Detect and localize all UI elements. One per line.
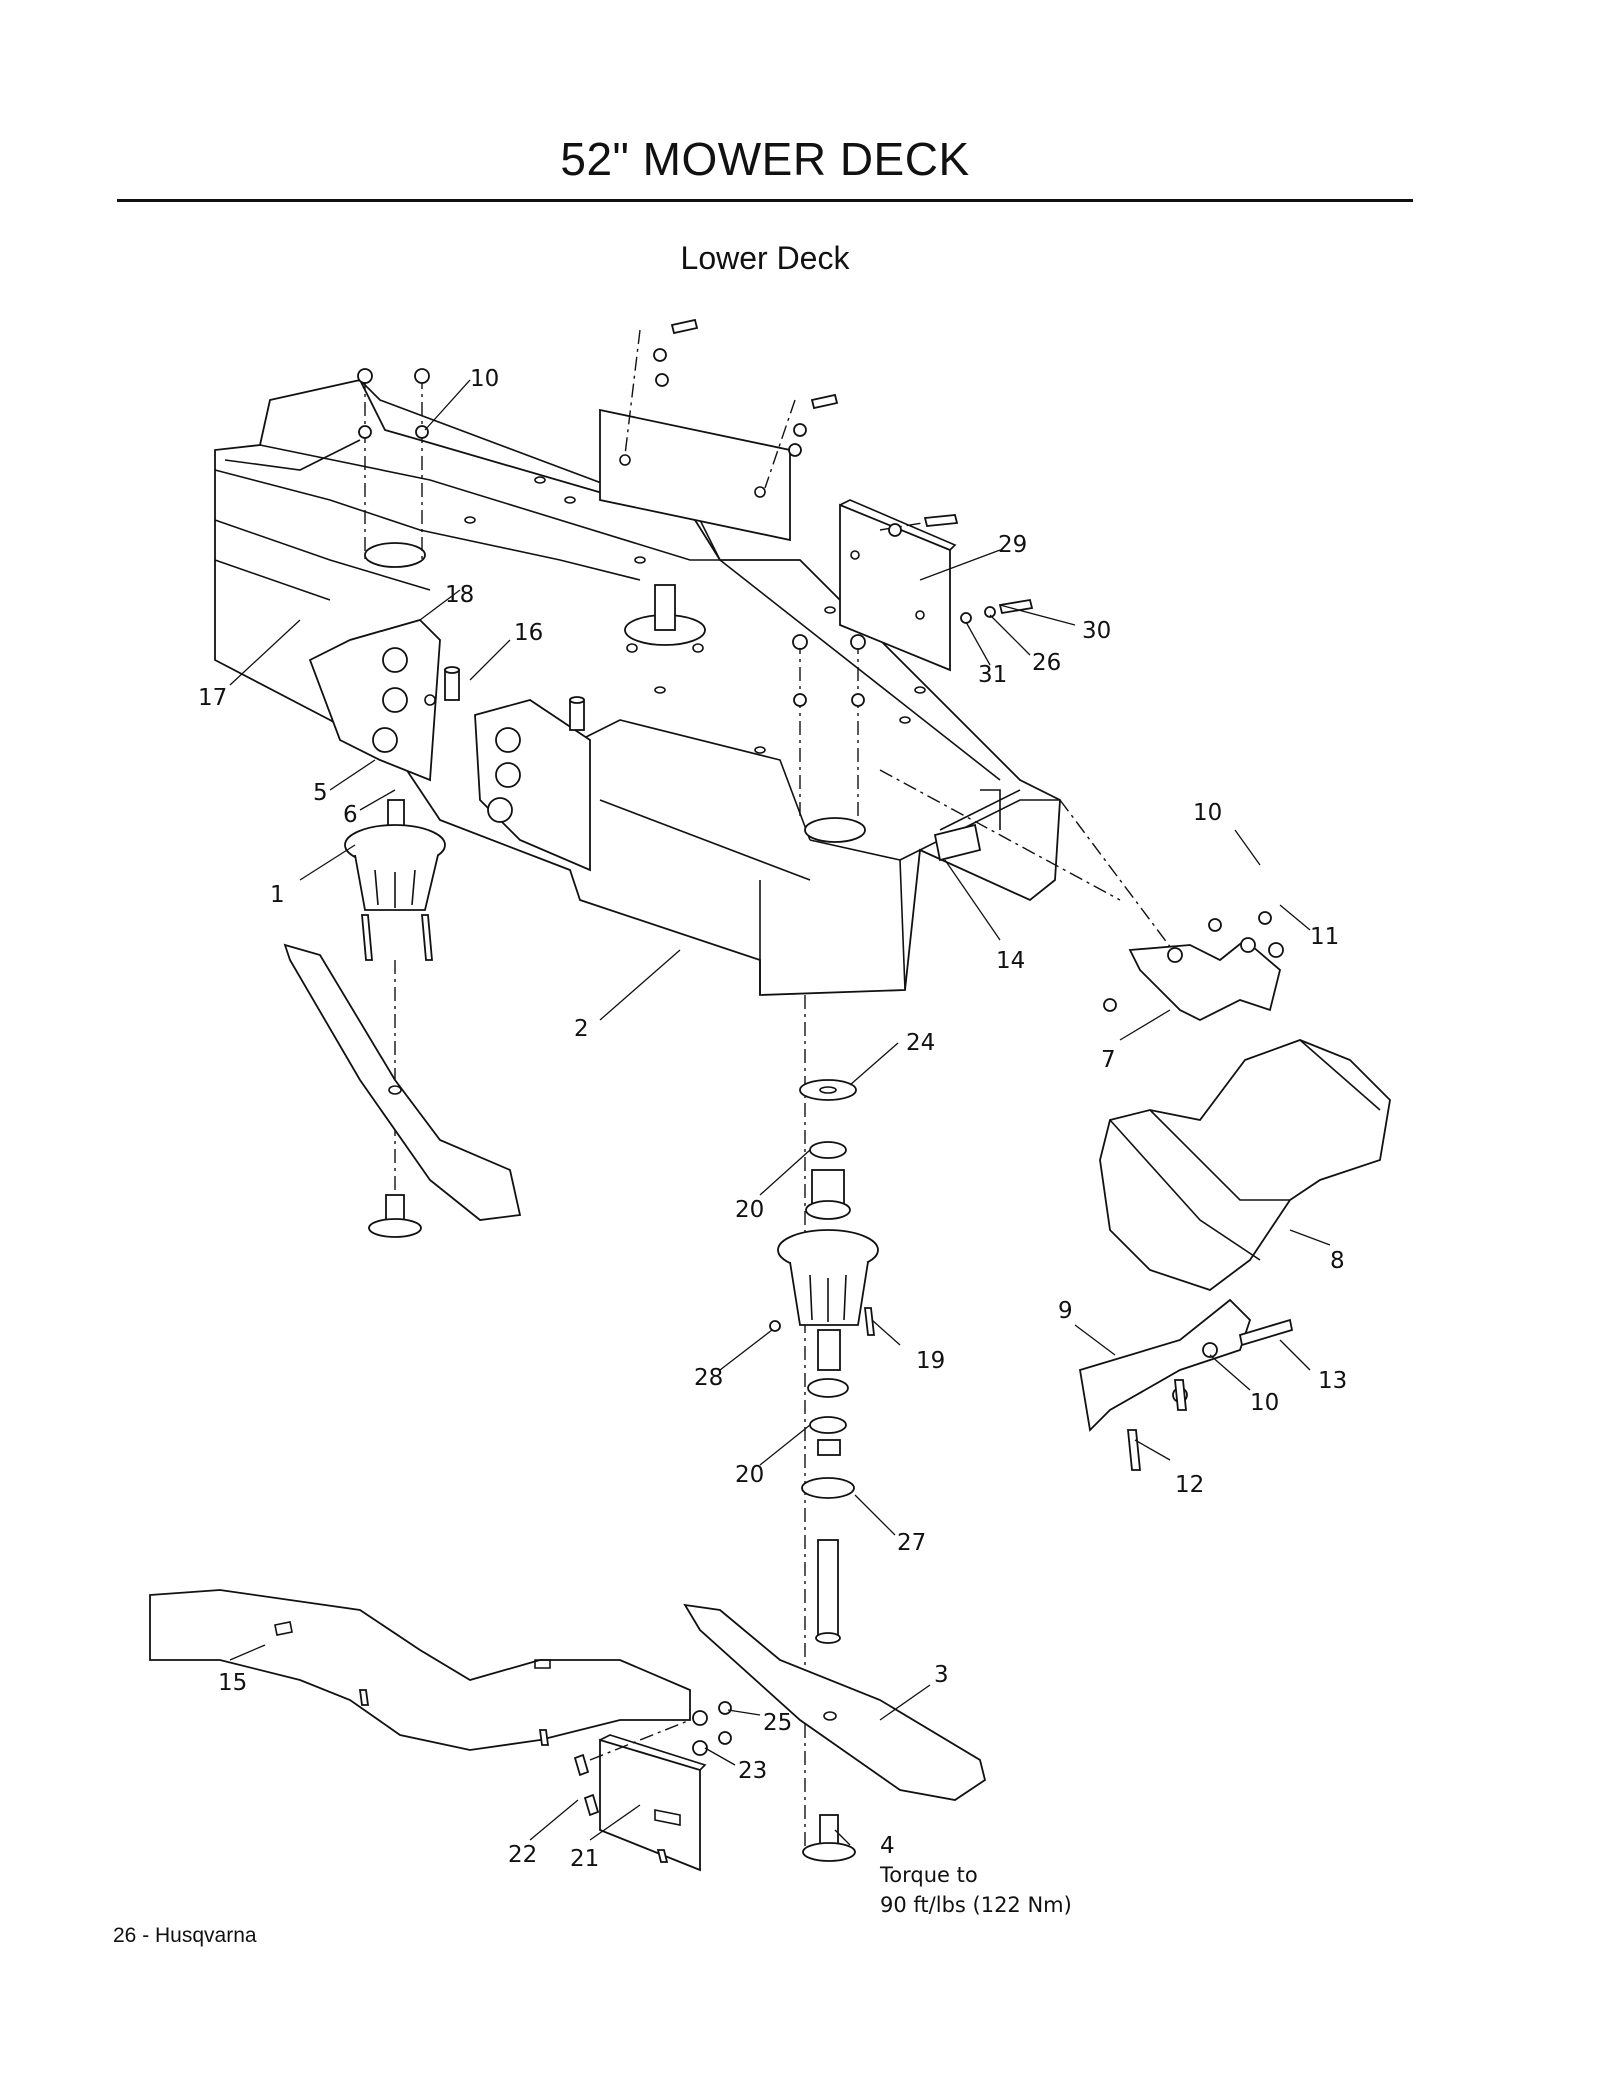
top-mount-plate (599, 318, 839, 542)
callout-9: 9 (1058, 1298, 1073, 1324)
callout-31: 31 (978, 662, 1007, 688)
callout-17: 17 (198, 685, 227, 711)
callout-26: 26 (1032, 650, 1061, 676)
callout-13: 13 (1318, 1368, 1347, 1394)
left-spindle-assembly (344, 799, 446, 1190)
callout-23: 23 (738, 1758, 767, 1784)
title-rule (117, 199, 1413, 202)
callout-10-chute: 10 (1250, 1390, 1279, 1416)
center-pulley-mount (624, 584, 706, 653)
callout-15: 15 (218, 1670, 247, 1696)
section-title: Lower Deck (680, 240, 850, 276)
callout-5: 5 (313, 780, 328, 806)
callout-19: 19 (916, 1348, 945, 1374)
left-blade (283, 943, 522, 1221)
page-footer: 26 - Husqvarna (113, 1924, 257, 1947)
callout-24: 24 (906, 1030, 935, 1056)
callout-30: 30 (1082, 618, 1111, 644)
callout-25: 25 (763, 1710, 792, 1736)
callout-20-upper: 20 (735, 1197, 764, 1223)
callout-3: 3 (934, 1662, 949, 1688)
callout-11: 11 (1310, 924, 1339, 950)
callout-8: 8 (1330, 1248, 1345, 1274)
discharge-bracket (879, 769, 1284, 1022)
deck-top-bolts (357, 368, 866, 820)
baffle-bracket-21 (573, 1701, 732, 1872)
right-hanger-bracket (474, 696, 591, 872)
left-blade-spacer (368, 1194, 422, 1238)
callout-29: 29 (998, 532, 1027, 558)
discharge-chute-8 (1099, 1039, 1391, 1292)
center-spindle-stack (769, 995, 879, 1850)
callout-4: 4 (880, 1833, 895, 1859)
callout-10: 10 (470, 366, 499, 392)
callout-20-lower: 20 (735, 1462, 764, 1488)
deck-housing (214, 378, 1061, 996)
callout-21: 21 (570, 1846, 599, 1872)
baffle-plate-29 (839, 499, 1034, 672)
baffle-15 (149, 1589, 691, 1751)
torque-note-line2: 90 ft/lbs (122 Nm) (880, 1893, 1072, 1917)
callout-16: 16 (514, 620, 543, 646)
center-blade-spacer (802, 1814, 856, 1862)
callout-6: 6 (343, 802, 358, 828)
callout-1: 1 (270, 882, 285, 908)
callout-2: 2 (574, 1016, 589, 1042)
callout-labels: 10 18 16 17 5 6 1 2 29 30 26 31 14 10 11… (198, 366, 1347, 1917)
callout-7: 7 (1101, 1047, 1116, 1073)
center-blade (683, 1603, 987, 1801)
left-hanger-bracket (308, 618, 460, 782)
callout-10-discharge: 10 (1193, 800, 1222, 826)
callout-22: 22 (508, 1842, 537, 1868)
callout-12: 12 (1175, 1472, 1204, 1498)
callout-18: 18 (445, 582, 474, 608)
page-title: 52" MOWER DECK (560, 133, 970, 185)
leader-lines (229, 379, 1331, 1846)
callout-14: 14 (996, 948, 1025, 974)
callout-28: 28 (694, 1365, 723, 1391)
torque-note-line1: Torque to (879, 1863, 978, 1887)
callout-27: 27 (897, 1530, 926, 1556)
chute-bracket-9 (1078, 1298, 1294, 1471)
